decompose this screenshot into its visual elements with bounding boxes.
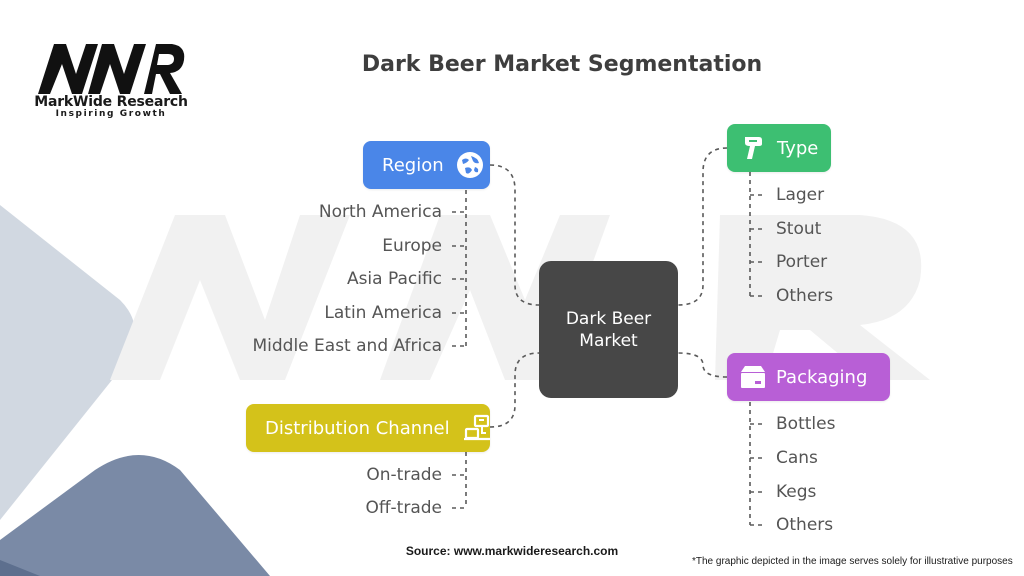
globe-icon <box>456 151 484 179</box>
type-item-lager: Lager <box>776 185 825 205</box>
brand-tagline: Inspiring Growth <box>55 109 167 119</box>
scanner-icon <box>741 134 767 162</box>
conveyor-icon <box>462 413 492 443</box>
region-item-europe: Europe <box>382 236 442 256</box>
segment-type-label: Type <box>777 137 819 159</box>
brand-name: MarkWide Research <box>34 94 188 110</box>
center-node: Dark Beer Market <box>539 261 678 398</box>
segment-distribution-label: Distribution Channel <box>265 417 450 439</box>
distribution-item-off-trade: Off-trade <box>365 498 442 518</box>
distribution-item-on-trade: On-trade <box>366 465 442 485</box>
segment-packaging-label: Packaging <box>776 366 868 388</box>
packaging-item-bottles: Bottles <box>776 414 836 434</box>
region-item-middle-east-africa: Middle East and Africa <box>252 336 442 356</box>
type-item-others: Others <box>776 286 834 306</box>
box-icon <box>739 364 767 390</box>
packaging-item-others: Others <box>776 515 834 535</box>
source-note: Source: www.markwideresearch.com <box>405 544 619 558</box>
center-label-line2: Market <box>579 330 638 351</box>
diagram-title: Dark Beer Market Segmentation <box>361 52 763 77</box>
region-item-asia-pacific: Asia Pacific <box>346 269 442 289</box>
brand-logo-icon <box>38 44 185 94</box>
region-item-north-america: North America <box>318 202 442 222</box>
segment-region-header: Region <box>363 141 490 189</box>
segment-distribution-header: Distribution Channel <box>246 404 490 452</box>
segment-type-header: Type <box>727 124 831 172</box>
segment-region-label: Region <box>382 154 444 176</box>
type-item-porter: Porter <box>776 252 828 272</box>
region-item-latin-america: Latin America <box>324 303 442 323</box>
disclaimer-note: *The graphic depicted in the image serve… <box>692 556 1013 567</box>
packaging-item-kegs: Kegs <box>776 482 817 502</box>
type-item-stout: Stout <box>776 219 822 239</box>
segment-packaging-header: Packaging <box>727 353 890 401</box>
packaging-item-cans: Cans <box>776 448 818 468</box>
center-label-line1: Dark Beer <box>565 308 652 329</box>
